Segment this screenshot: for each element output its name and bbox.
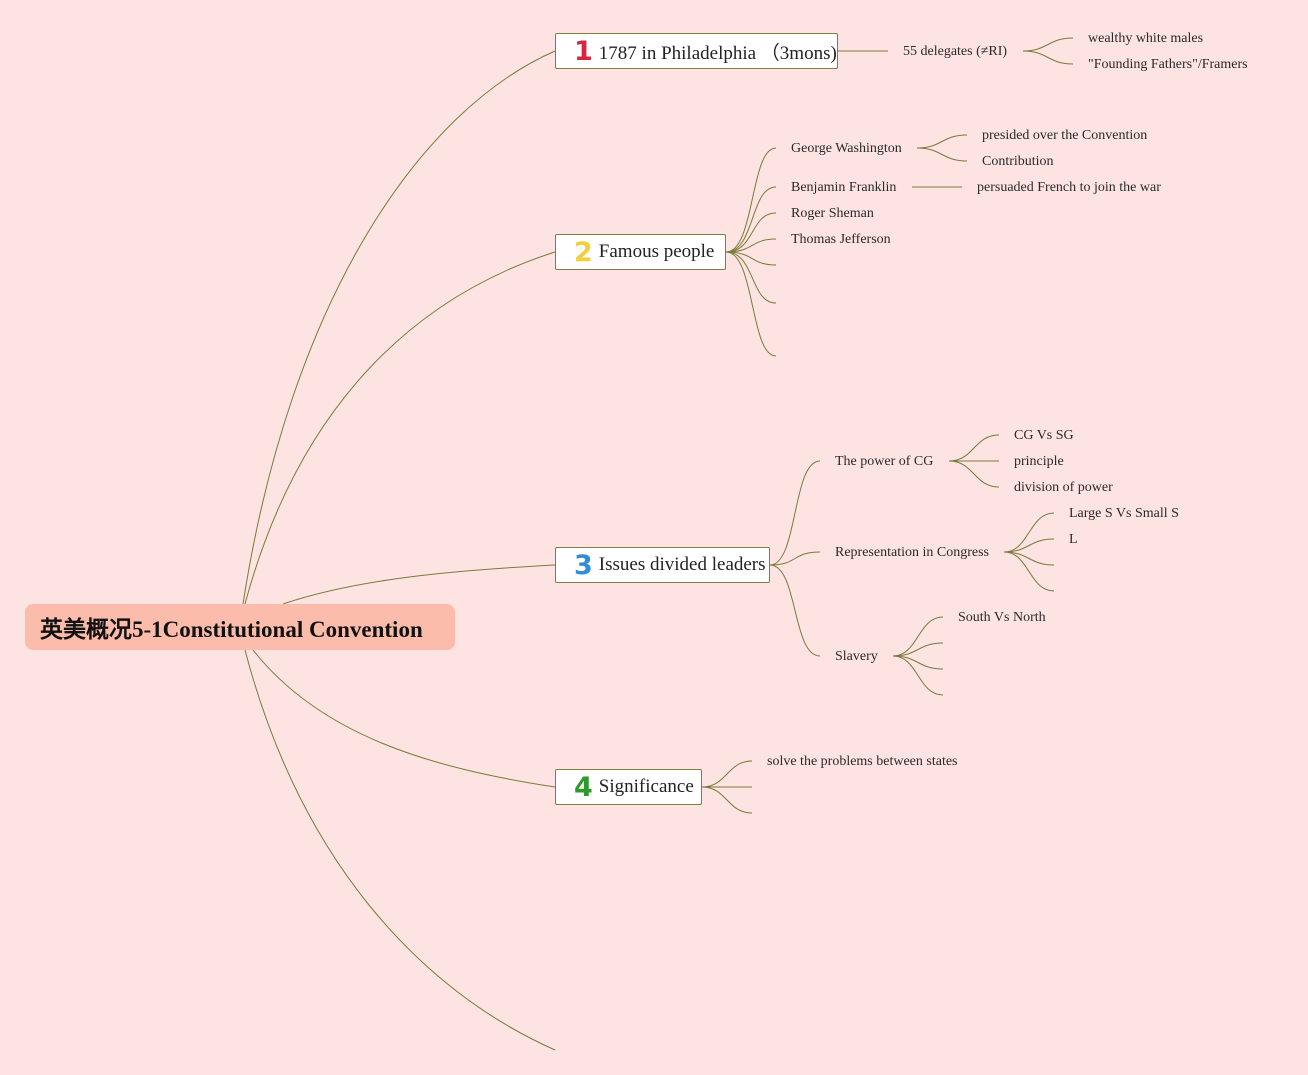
node-representation-detail[interactable]: L	[1069, 532, 1078, 547]
node-slavery-detail[interactable]: South Vs North	[958, 610, 1046, 625]
topic-significance[interactable]: 4 Significance	[555, 769, 702, 805]
node-washington-detail[interactable]: Contribution	[982, 154, 1054, 169]
node-power-of-cg[interactable]: The power of CG	[835, 454, 934, 469]
node-george-washington[interactable]: George Washington	[791, 141, 902, 156]
topic-issues[interactable]: 3 Issues divided leaders	[555, 547, 770, 583]
root-title: 英美概况5-1Constitutional Convention	[40, 617, 423, 642]
node-benjamin-franklin[interactable]: Benjamin Franklin	[791, 180, 897, 195]
topic-philadelphia[interactable]: 1 1787 in Philadelphia （3mons)	[555, 33, 838, 69]
node-slavery[interactable]: Slavery	[835, 649, 878, 664]
topic-number-2: 2	[574, 236, 593, 268]
node-delegates[interactable]: 55 delegates (≠RI)	[903, 44, 1008, 59]
node-representation[interactable]: Representation in Congress	[835, 545, 989, 560]
topic-label: 1787 in Philadelphia （3mons)	[598, 42, 837, 64]
topic-label: Famous people	[598, 241, 715, 262]
node-franklin-detail[interactable]: persuaded French to join the war	[977, 180, 1161, 195]
node-washington-detail[interactable]: presided over the Convention	[982, 128, 1148, 143]
node-power-detail[interactable]: CG Vs SG	[1014, 428, 1074, 443]
topic-label: Issues divided leaders	[598, 554, 766, 575]
node-delegates-detail[interactable]: wealthy white males	[1088, 31, 1204, 46]
topic-number-1: 1	[574, 35, 593, 67]
node-power-detail[interactable]: division of power	[1014, 480, 1113, 495]
topic-label: Significance	[598, 776, 694, 797]
topic-famous-people[interactable]: 2 Famous people	[555, 234, 726, 270]
node-roger-sheman[interactable]: Roger Sheman	[791, 206, 874, 221]
node-representation-detail[interactable]: Large S Vs Small S	[1069, 506, 1179, 521]
node-delegates-detail[interactable]: "Founding Fathers"/Framers	[1088, 57, 1248, 72]
topic-number-3: 3	[574, 549, 593, 581]
topic-number-4: 4	[574, 771, 593, 803]
node-significance-detail[interactable]: solve the problems between states	[767, 754, 958, 769]
root-topic[interactable]: 英美概况5-1Constitutional Convention	[25, 604, 455, 650]
node-power-detail[interactable]: principle	[1014, 454, 1064, 469]
node-thomas-jefferson[interactable]: Thomas Jefferson	[791, 232, 891, 247]
